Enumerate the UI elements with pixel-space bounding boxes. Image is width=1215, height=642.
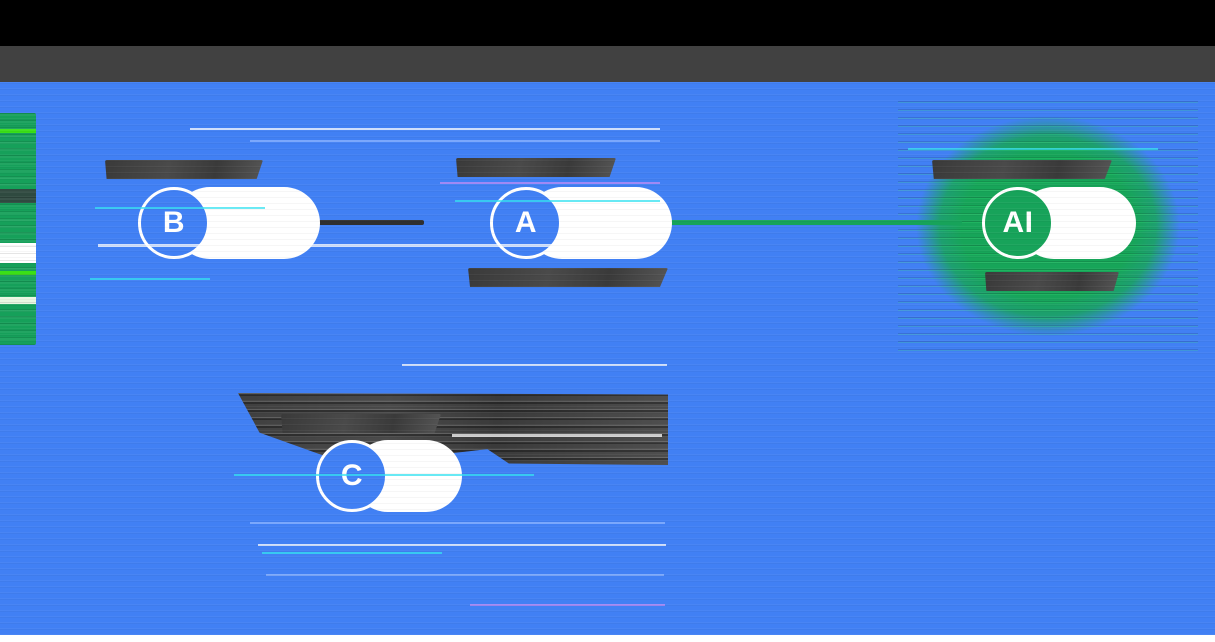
- glitch-streak: [470, 604, 665, 606]
- node-ai-label: ██████████: [932, 160, 1112, 179]
- node-ai-sublabel: ████: [985, 272, 1119, 291]
- node-a-badge[interactable]: A: [490, 187, 562, 259]
- glitch-streak: [402, 364, 667, 366]
- panel-band: [0, 129, 36, 133]
- node-ai-badge[interactable]: AI: [982, 187, 1054, 259]
- bottom-edge-strip: [0, 635, 1215, 642]
- node-a-sublabel: ████████████: [468, 268, 668, 287]
- node-b-badge[interactable]: B: [138, 187, 210, 259]
- panel-band: [0, 243, 36, 263]
- glitch-streak: [440, 182, 660, 184]
- node-c[interactable]: C: [316, 440, 546, 512]
- graph-canvas[interactable]: B ████████ ███ A ██████████ ███ ████████…: [0, 82, 1215, 635]
- panel-band: [0, 189, 36, 203]
- node-a[interactable]: A: [490, 187, 720, 259]
- window-titlebar[interactable]: untitled-42: [0, 46, 1215, 122]
- side-panel-clipped[interactable]: [0, 113, 36, 345]
- node-b-label: ████████ ███: [105, 160, 263, 179]
- glitch-streak: [250, 140, 660, 142]
- glitch-streak: [262, 552, 442, 554]
- top-black-band: [0, 0, 1215, 46]
- glitch-streak: [266, 574, 664, 576]
- node-b[interactable]: B: [138, 187, 368, 259]
- panel-band: [0, 271, 36, 275]
- node-ai[interactable]: AI: [982, 187, 1172, 259]
- node-a-label: ██████████ ███: [456, 158, 616, 177]
- edge-a-to-ai[interactable]: [632, 220, 962, 225]
- panel-band: [0, 297, 36, 304]
- glitch-streak: [250, 522, 665, 524]
- panel-scanlines: [0, 113, 36, 345]
- glitch-streak: [90, 278, 210, 280]
- glitch-streak: [190, 128, 660, 130]
- node-c-label: █████████: [281, 414, 441, 433]
- edge-b-to-a[interactable]: [283, 220, 424, 225]
- glitch-streak: [258, 544, 666, 546]
- node-c-badge[interactable]: C: [316, 440, 388, 512]
